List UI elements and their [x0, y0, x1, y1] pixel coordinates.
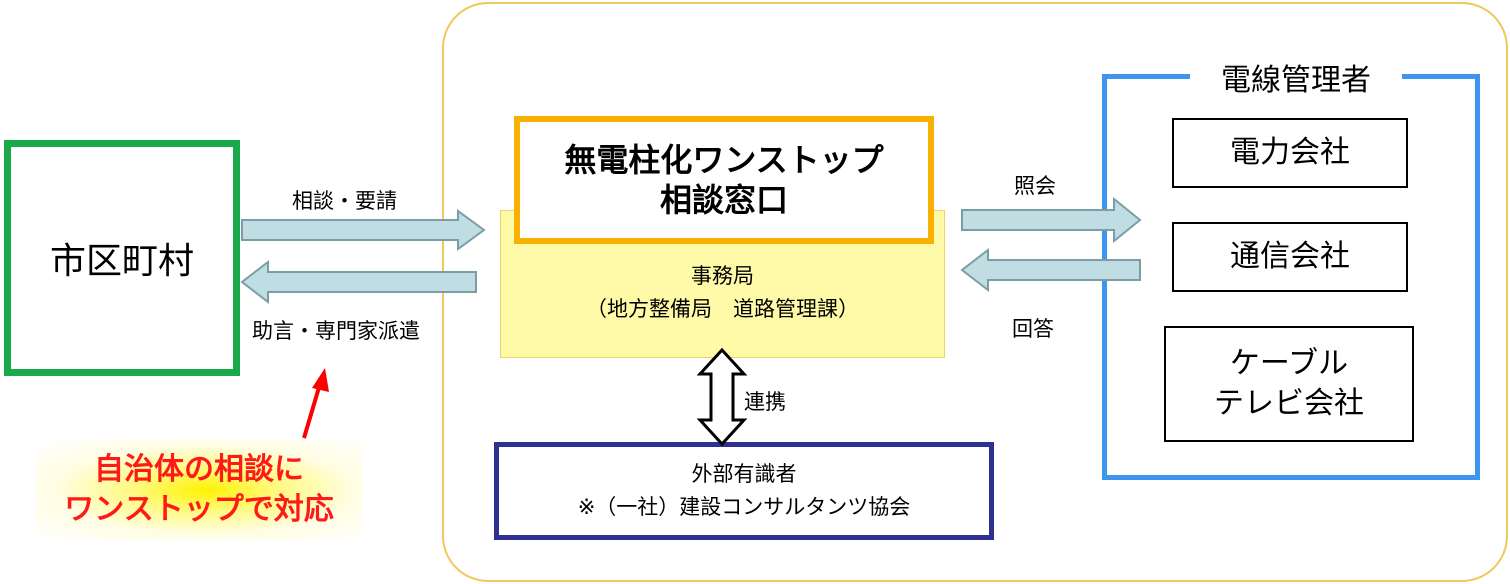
company-cable-tv-line2: テレビ会社	[1214, 386, 1364, 421]
one-stop-window-line2: 相談窓口	[659, 181, 788, 219]
advice-label: 助言・専門家派遣	[252, 319, 420, 343]
callout-line2: ワンストップで対応	[64, 492, 334, 527]
company-power-label: 電力会社	[1230, 134, 1350, 170]
one-stop-window-box: 無電柱化ワンストップ 相談窓口	[514, 116, 934, 244]
external-experts-box: 外部有識者 ※（一社）建設コンサルタンツ協会	[494, 442, 994, 540]
secretariat-label: 事務局	[691, 264, 754, 288]
company-cable-tv: ケーブル テレビ会社	[1164, 326, 1414, 442]
advice-arrow	[240, 259, 477, 305]
answer-label: 回答	[1012, 317, 1054, 341]
pointer-arrow-line	[302, 383, 322, 439]
company-power: 電力会社	[1172, 118, 1408, 188]
callout-note: 自治体の相談に ワンストップで対応	[36, 440, 362, 540]
municipality-box: 市区町村	[4, 140, 240, 376]
company-telecom: 通信会社	[1172, 222, 1408, 292]
company-telecom-label: 通信会社	[1230, 238, 1350, 274]
request-arrow	[241, 209, 486, 251]
request-label: 相談・要請	[292, 189, 397, 213]
external-experts-line1: 外部有識者	[691, 462, 797, 487]
wire-managers-title: 電線管理者	[1190, 56, 1402, 98]
inquiry-arrow	[961, 196, 1142, 244]
cooperation-label: 連携	[744, 390, 786, 414]
secretariat-sub-label: （地方整備局 道路管理課）	[586, 297, 859, 321]
answer-arrow	[960, 247, 1141, 293]
callout-line1: 自治体の相談に	[94, 451, 304, 487]
company-cable-tv-line1: ケーブル	[1229, 345, 1349, 381]
cooperation-arrow	[696, 347, 748, 447]
inquiry-label: 照会	[1014, 174, 1056, 198]
pointer-arrow-head	[312, 368, 329, 392]
external-experts-line2: ※（一社）建設コンサルタンツ協会	[577, 495, 911, 519]
municipality-label: 市区町村	[49, 241, 194, 282]
one-stop-window-line1: 無電柱化ワンストップ	[564, 141, 884, 179]
